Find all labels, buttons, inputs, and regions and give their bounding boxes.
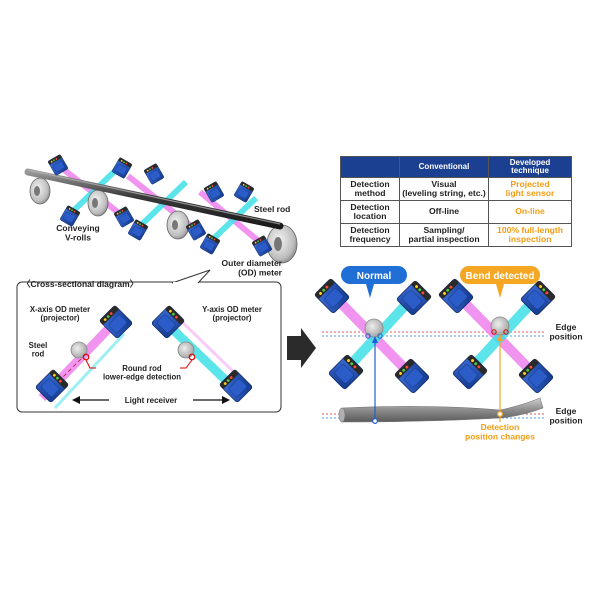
label-light-receiver: Light receiver [125, 396, 177, 405]
detection-point-right [188, 353, 196, 361]
cross-section-panel: 〈Cross-sectional diagram〉 X-axis OD mete… [16, 269, 282, 413]
arrow-right-icon [287, 328, 316, 368]
row-conventional: Visual(leveling string, etc.) [399, 177, 489, 201]
cross-section-title: 〈Cross-sectional diagram〉 [22, 279, 138, 289]
label-y-axis-meter: Y-axis OD meter(projector) [202, 305, 262, 323]
label-x-axis-meter: X-axis OD meter(projector) [30, 305, 90, 323]
steel-rod-section-left [70, 341, 88, 359]
row-conventional: Off-line [399, 200, 489, 224]
steel-rod-section-right [177, 341, 195, 359]
row-conventional: Sampling/partial inspection [399, 223, 489, 247]
rod-section-normal [364, 318, 384, 338]
table-header-blank [340, 156, 400, 178]
steel-rod-3d [24, 168, 284, 230]
detection-point-left [82, 353, 90, 361]
label-od-meter: Outer diameter(OD) meter [222, 258, 283, 277]
v-rolls [29, 177, 298, 264]
svg-text:Bend detected: Bend detected [466, 271, 535, 282]
rod-section-bend [490, 316, 510, 336]
row-developed: On-line [488, 200, 572, 224]
label-steel-rod: Steel rod [254, 204, 290, 214]
table-header-conventional: Conventional [399, 156, 489, 178]
bent-rod [341, 397, 544, 423]
bend-detected-badge: Bend detected [460, 266, 540, 298]
normal-badge: Normal [341, 266, 407, 298]
svg-text:Normal: Normal [357, 271, 392, 282]
